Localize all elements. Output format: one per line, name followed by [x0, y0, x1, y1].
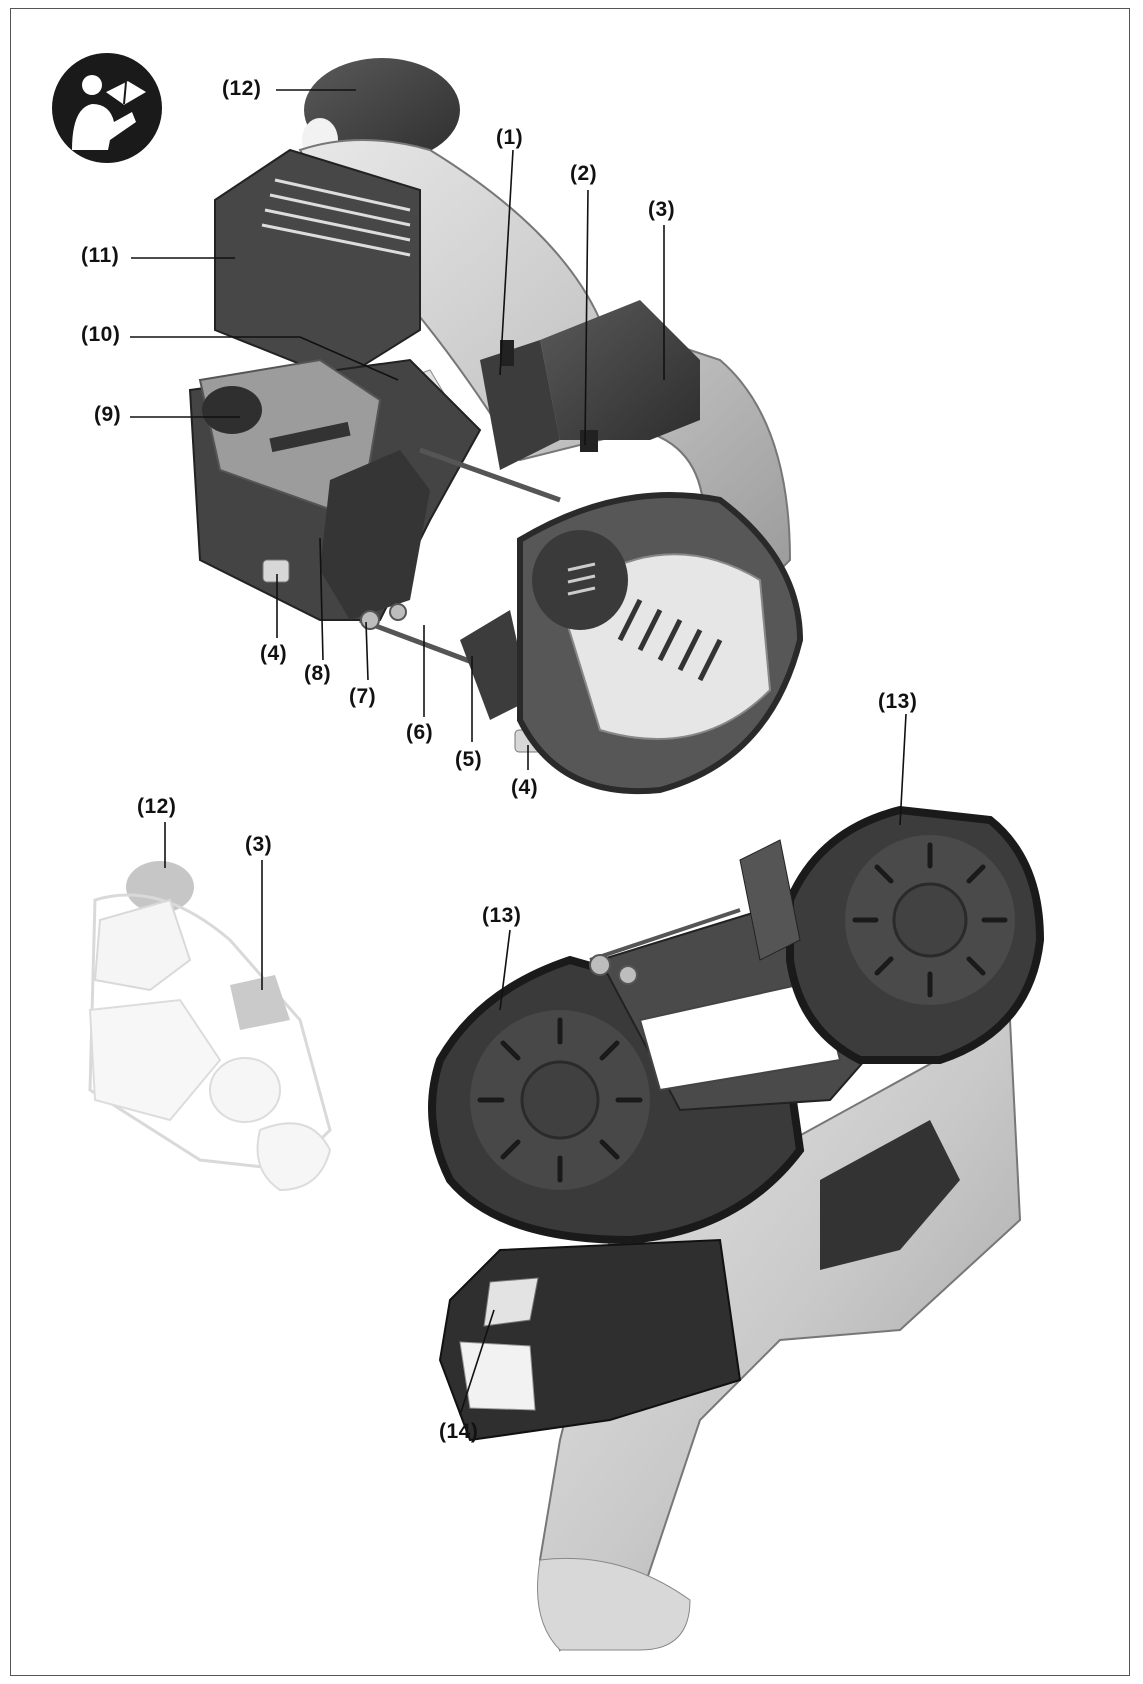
callout-8: (8) — [304, 662, 332, 685]
callout-3-ghost: (3) — [245, 833, 273, 856]
callout-2: (2) — [570, 162, 598, 185]
callout-7: (7) — [349, 685, 377, 708]
adjustment-knob — [202, 386, 262, 434]
band-saw-bottom-view — [428, 805, 1045, 1652]
rear-grip — [304, 58, 460, 162]
leader-lines — [130, 89, 907, 1416]
callout-5: (5) — [455, 748, 483, 771]
callout-13-wheel-left: (13) — [482, 904, 522, 927]
callout-11-battery: (11) — [81, 244, 120, 267]
callout-1: (1) — [496, 126, 524, 149]
callout-10-release: (10) — [81, 323, 121, 346]
trigger — [500, 340, 514, 366]
callout-13-wheel-right: (13) — [878, 690, 918, 713]
saw-blade — [359, 617, 481, 668]
callout-6-blade: (6) — [406, 721, 434, 744]
band-saw-ghost-view — [88, 861, 332, 1192]
callout-12-rear-grip: (12) — [222, 77, 262, 100]
screw-left — [262, 559, 290, 583]
read-manual-icon — [52, 53, 162, 163]
battery-label — [483, 1277, 539, 1327]
callout-4-screw-right: (4) — [511, 776, 539, 799]
callout-9-plate: (9) — [94, 403, 122, 426]
battery-pack — [214, 148, 421, 382]
callout-12-ghost: (12) — [137, 795, 177, 818]
callout-14-battery-label: (14) — [439, 1420, 479, 1443]
front-grip — [540, 300, 700, 440]
band-saw-top-view — [188, 58, 804, 795]
callout-4-screw-left: (4) — [260, 642, 288, 665]
lock-switch — [580, 430, 598, 452]
callout-3-front-grip: (3) — [648, 198, 676, 221]
